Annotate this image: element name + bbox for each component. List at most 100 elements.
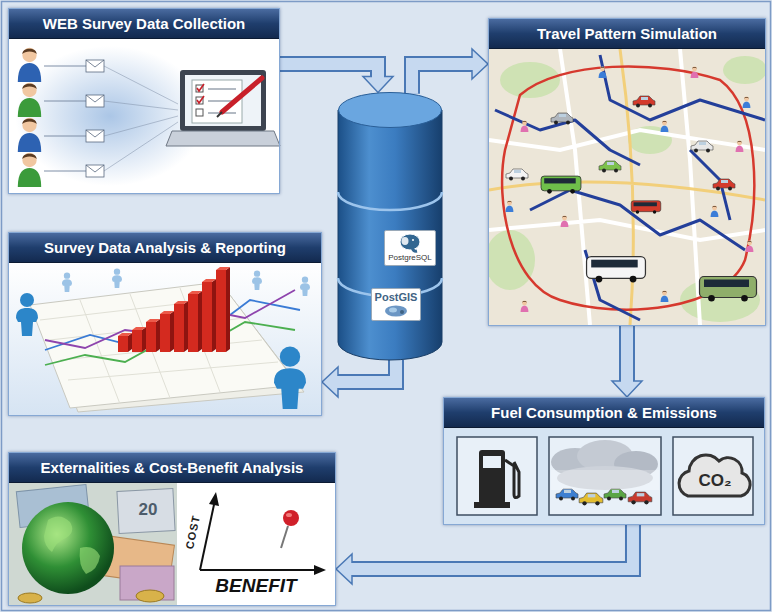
fuel-pump-icon [474, 450, 519, 508]
bar-chart-bars [198, 291, 202, 352]
arrow-head [322, 367, 338, 397]
emissions-illustration [549, 437, 661, 515]
panel-title: Fuel Consumption & Emissions [491, 404, 717, 421]
header-bar: WEB Survey Data Collection [9, 9, 279, 39]
cost-benefit-illustration [286, 513, 292, 517]
chart-illustration [274, 346, 306, 409]
logo-text: PostGIS [375, 291, 418, 304]
bar-chart-bars [188, 294, 198, 352]
city-map [743, 97, 751, 108]
chart-illustration [62, 272, 72, 292]
city-map [661, 121, 669, 132]
axis-label: COST [183, 514, 203, 550]
smog-cars-icon [551, 440, 659, 505]
flow-arrow [612, 326, 642, 397]
city-map [723, 56, 765, 84]
city-map [691, 141, 713, 153]
city-map [530, 190, 745, 250]
city-map [489, 49, 765, 325]
city-map [691, 67, 699, 78]
city-map [489, 230, 535, 290]
process-panel: Travel Pattern Simulation [488, 18, 766, 326]
process-panel: WEB Survey Data Collection [8, 8, 280, 194]
survey-illustration [44, 66, 178, 171]
city-map [561, 216, 569, 227]
emissions-illustration [457, 437, 537, 515]
smog-cars-icon [551, 470, 659, 490]
emissions-illustration [444, 428, 764, 524]
logo-card: PostGIS [371, 288, 422, 321]
chart-illustration [16, 293, 38, 336]
label-anchor: BENEFIT [215, 575, 296, 597]
globe-logo [381, 304, 411, 318]
bar-chart-bars [146, 322, 156, 352]
elephant-logo [400, 234, 420, 250]
survey-illustration [197, 96, 204, 103]
label-anchor: CO₂ [698, 471, 731, 491]
fuel-pump-icon [474, 502, 510, 508]
chart-illustration [80, 288, 220, 404]
globe-logo [400, 310, 404, 314]
city-map [506, 169, 528, 181]
survey-illustration [18, 48, 41, 82]
chart-illustration [45, 290, 300, 365]
survey-illustration [86, 95, 104, 107]
city-map [489, 49, 765, 325]
cost-benefit-illustration [209, 492, 219, 506]
bar-chart-bars [156, 319, 160, 352]
survey-illustration [222, 78, 262, 112]
arrow-shaft-fill [280, 64, 378, 78]
bar-chart-bars [160, 311, 174, 314]
bar-chart-bars [188, 291, 202, 294]
bar-chart-bars [118, 267, 230, 352]
city-map [713, 179, 735, 191]
cylinder-outline [338, 192, 442, 210]
bar-chart-bars [118, 333, 132, 336]
city-map [600, 55, 765, 120]
city-map [599, 67, 607, 78]
survey-illustration [197, 84, 204, 103]
survey-illustration [86, 60, 104, 67]
axis-label: BENEFIT [215, 575, 296, 597]
survey-illustration [185, 75, 261, 126]
elephant-logo [397, 233, 423, 253]
arrow-shaft-fill [412, 64, 474, 94]
arrow-shaft-outline [352, 525, 633, 569]
survey-illustration [9, 39, 279, 193]
city-map [489, 49, 765, 325]
city-map [500, 62, 560, 98]
label-anchor: COST [183, 514, 203, 550]
flow-arrow [412, 49, 488, 94]
bar-chart-bars [184, 301, 188, 352]
cost-benefit-illustration [200, 569, 316, 571]
cost-benefit-illustration [9, 483, 177, 605]
survey-illustration [197, 84, 204, 91]
elephant-logo [412, 239, 414, 241]
city-map [700, 277, 757, 302]
smog-cars-icon [579, 493, 603, 505]
survey-illustration [86, 95, 104, 102]
city-map [541, 176, 581, 194]
panel-title: Travel Pattern Simulation [537, 25, 717, 42]
arrow-shaft-fill [350, 525, 633, 569]
panel-title: Survey Data Analysis & Reporting [44, 239, 286, 256]
flow-arrow [322, 360, 396, 397]
survey-illustration [196, 109, 203, 116]
cost-benefit-illustration [200, 500, 215, 570]
survey-illustration [86, 165, 104, 172]
city-map [631, 201, 661, 214]
elephant-logo [401, 237, 408, 245]
cost-benefit-illustration [314, 565, 326, 575]
arrow-shaft-fill [621, 326, 633, 383]
city-map [506, 201, 514, 212]
logo-text: PostgreSQL [388, 253, 432, 263]
chart-illustration [300, 276, 310, 296]
city-map [521, 121, 529, 132]
process-panel: Fuel Consumption & Emissions [443, 397, 765, 525]
process-panel: Survey Data Analysis & Reporting [8, 232, 322, 416]
survey-illustration [166, 131, 280, 146]
city-map [587, 257, 646, 283]
